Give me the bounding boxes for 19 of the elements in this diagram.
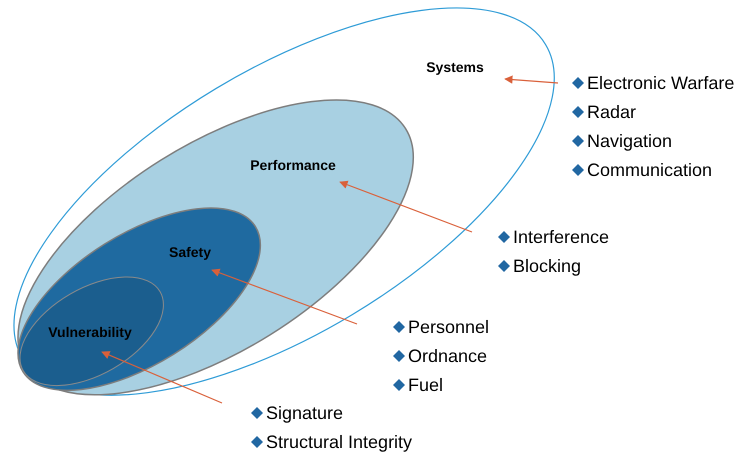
ellipse-label: Vulnerability (48, 325, 132, 339)
bullet-text: Navigation (587, 132, 672, 150)
bullet-text: Electronic Warfare (587, 74, 734, 92)
bullet-text: Radar (587, 102, 636, 120)
arrow (504, 75, 558, 84)
bullet-text: Personnel (408, 318, 490, 336)
ellipse-label: Systems (426, 60, 484, 74)
bullet-text: Communication (587, 160, 712, 178)
arrow (211, 268, 358, 325)
ellipse-label: Performance (250, 158, 336, 172)
bullet-text: Signature (266, 404, 344, 422)
bullet-text: Interference (513, 228, 610, 246)
arrow (339, 180, 472, 233)
arrow (101, 351, 222, 404)
bullet-text: Structural Integrity (266, 432, 412, 450)
bullet-text: Fuel (408, 376, 444, 394)
ellipse-label: Safety (168, 245, 212, 259)
bullet-text: Ordnance (408, 346, 488, 364)
bullet-text: Blocking (513, 256, 582, 274)
